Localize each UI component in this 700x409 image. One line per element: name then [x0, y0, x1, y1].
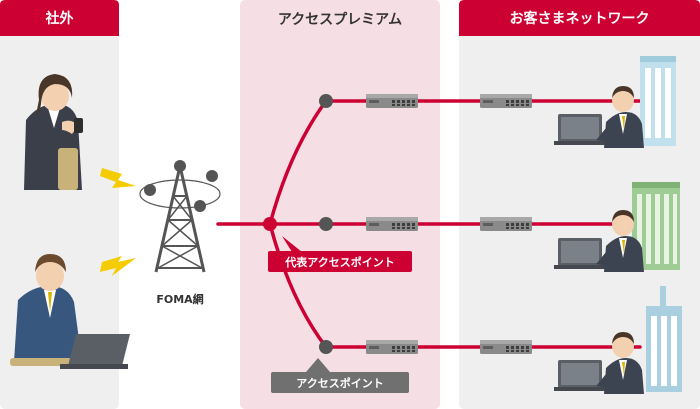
hub-node: [263, 217, 277, 231]
access-point-label: アクセスポイント: [296, 376, 383, 390]
network-device-icon: [480, 217, 532, 231]
building-icon: [646, 286, 682, 392]
lightning-icon: [100, 256, 136, 276]
access-point-callout: アクセスポイント: [271, 358, 409, 393]
ap-node-bottom: [319, 340, 333, 354]
representative-access-point-callout: 代表アクセスポイント: [268, 236, 412, 272]
outside-title: 社外: [45, 10, 74, 27]
customer-network-header: [459, 0, 700, 36]
ap-node-middle: [319, 217, 333, 231]
access-premium-title: アクセスプレミアム: [278, 12, 402, 28]
foma-network-label: FOMA網: [156, 292, 203, 306]
radio-tower-icon: [139, 160, 221, 273]
network-device-icon: [480, 94, 532, 108]
network-device-icon: [366, 217, 418, 231]
lightning-icon: [100, 168, 136, 188]
ap-node-top: [319, 94, 333, 108]
network-device-icon: [366, 94, 418, 108]
customer-network-title: お客さまネットワーク: [510, 10, 650, 27]
network-device-icon: [366, 340, 418, 354]
person-laptop-icon: [10, 254, 130, 369]
person-phone-icon: [24, 74, 83, 190]
outside-header: [0, 0, 119, 36]
network-device-icon: [480, 340, 532, 354]
building-icon: [640, 56, 676, 146]
representative-access-point-label: 代表アクセスポイント: [284, 255, 394, 269]
